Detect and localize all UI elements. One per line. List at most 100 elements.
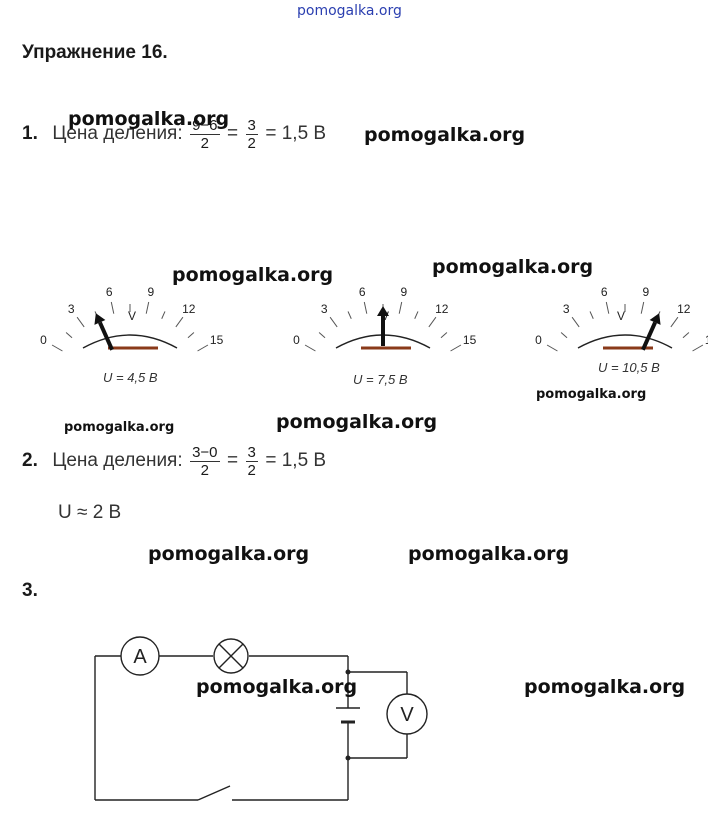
dial-tick: [560, 332, 568, 339]
dial-scale-label: 0: [293, 333, 300, 347]
junction-bottom: [345, 755, 351, 761]
dial-scale-label: 6: [359, 285, 366, 299]
dial-tick: [65, 332, 73, 339]
item-2-label: Цена деления:: [52, 449, 183, 471]
item-2-frac1-numerator: 3−0: [190, 444, 220, 463]
dial-tick: [571, 316, 580, 328]
watermark: pomogalka.org: [276, 411, 438, 433]
exercise-title: Упражнение 16.: [22, 42, 168, 63]
dial-tick: [187, 332, 195, 339]
dial-tick: [304, 344, 316, 352]
dial-scale-label: 9: [642, 285, 649, 299]
dial-2-reading: U = 7,5 В: [353, 372, 408, 387]
dial-scale-label: 3: [68, 302, 75, 316]
watermark: pomogalka.org: [408, 543, 570, 565]
watermark: pomogalka.org: [196, 676, 358, 698]
item-2-number: 2.: [22, 449, 38, 471]
item-2-frac2-denominator: 2: [247, 462, 256, 480]
dial-tick: [589, 311, 594, 319]
watermark: pomogalka.org: [172, 264, 334, 286]
dial-tick: [318, 332, 326, 339]
voltmeter-symbol: [386, 693, 428, 735]
item-1-number: 1.: [22, 122, 38, 144]
dial-3-needle: [641, 313, 661, 351]
top-watermark: pomogalka.org: [297, 3, 402, 19]
dial-tick: [546, 344, 558, 352]
dial-1-reading: U = 4,5 В: [103, 370, 158, 385]
item-2-equals: =: [226, 449, 239, 471]
watermark: pomogalka.org: [148, 543, 310, 565]
dial-scale-label: 9: [147, 285, 154, 299]
needle-arrowhead: [377, 306, 389, 316]
lamp-symbol: [213, 638, 249, 674]
dial-tick: [398, 301, 403, 314]
dial-3-unit-label: V: [617, 309, 625, 323]
dial-tick: [363, 301, 368, 314]
watermark: pomogalka.org: [68, 108, 230, 130]
dial-scale-label: 0: [535, 333, 542, 347]
item-2-fraction-2: 3 2: [245, 444, 258, 480]
ammeter-label: A: [133, 646, 147, 668]
dial-scale-label: 6: [106, 285, 113, 299]
item-1: 1. Цена деления: 9−6 2 = 3 2 = 1,5 В: [22, 117, 326, 153]
dial-scale-label: 9: [400, 285, 407, 299]
dial-tick: [414, 311, 419, 319]
dial-tick: [329, 316, 338, 328]
dial-scale-label: 12: [435, 302, 449, 316]
dial-scale-label: 12: [182, 302, 196, 316]
item-2-answer: U ≈ 2 В: [58, 502, 122, 523]
dial-scale-label: 3: [321, 302, 328, 316]
watermark: pomogalka.org: [432, 256, 594, 278]
dial-scale-label: 15: [463, 333, 477, 347]
dial-tick: [440, 332, 448, 339]
item-1-result: = 1,5 В: [265, 122, 327, 144]
needle-shaft: [98, 321, 114, 351]
ammeter-symbol: [120, 636, 160, 676]
circuit-diagram: A V: [94, 636, 428, 801]
item-1-frac1-denominator: 2: [200, 135, 209, 153]
dial-tick: [145, 301, 150, 314]
item-1-equals: =: [226, 122, 239, 144]
dial-1-needle: [94, 313, 114, 351]
needle-arrowhead: [94, 313, 106, 325]
dial-tick: [347, 311, 352, 319]
dial-scale-label: 15: [705, 333, 708, 347]
item-3-number: 3.: [22, 580, 38, 601]
item-1-frac1-numerator: 9−6: [190, 117, 220, 136]
voltmeter-label: V: [400, 704, 414, 726]
dial-2-needle: [377, 306, 389, 346]
dial-tick: [692, 344, 704, 352]
watermark: pomogalka.org: [536, 387, 647, 402]
dial-3-reading: U = 10,5 В: [598, 360, 660, 375]
dial-scale-label: 6: [601, 285, 608, 299]
item-1-fraction-2: 3 2: [245, 117, 258, 153]
needle-arrowhead: [649, 313, 661, 325]
needle-shaft: [641, 321, 657, 351]
dial-tick: [682, 332, 690, 339]
item-1-fraction-1: 9−6 2: [190, 117, 220, 153]
dial-scale-label: 12: [677, 302, 691, 316]
dial-tick: [175, 316, 184, 328]
watermark: pomogalka.org: [64, 420, 175, 435]
dial-1: 0 3 6 9 12 15 V: [40, 285, 224, 352]
switch-lever: [197, 785, 231, 801]
dial-tick: [640, 301, 645, 314]
item-2: 2. Цена деления: 3−0 2 = 3 2 = 1,5 В: [22, 444, 326, 480]
item-2-frac2-numerator: 3: [245, 444, 258, 463]
dial-tick: [670, 316, 679, 328]
dial-scale-label: 15: [210, 333, 224, 347]
item-2-result: = 1,5 В: [265, 449, 327, 471]
watermark: pomogalka.org: [524, 676, 686, 698]
dial-tick: [110, 301, 115, 314]
dial-scale-label: 3: [563, 302, 570, 316]
item-1-label: Цена деления:: [52, 122, 183, 144]
dial-1-unit-label: V: [128, 309, 136, 323]
dial-tick: [161, 311, 166, 319]
dial-scale-label: 0: [40, 333, 47, 347]
dial-3: 0 3 6 9 12 15 V: [535, 285, 708, 352]
dial-tick: [76, 316, 85, 328]
item-1-frac2-denominator: 2: [247, 135, 256, 153]
item-1-frac2-numerator: 3: [245, 117, 258, 136]
dial-tick: [51, 344, 63, 352]
